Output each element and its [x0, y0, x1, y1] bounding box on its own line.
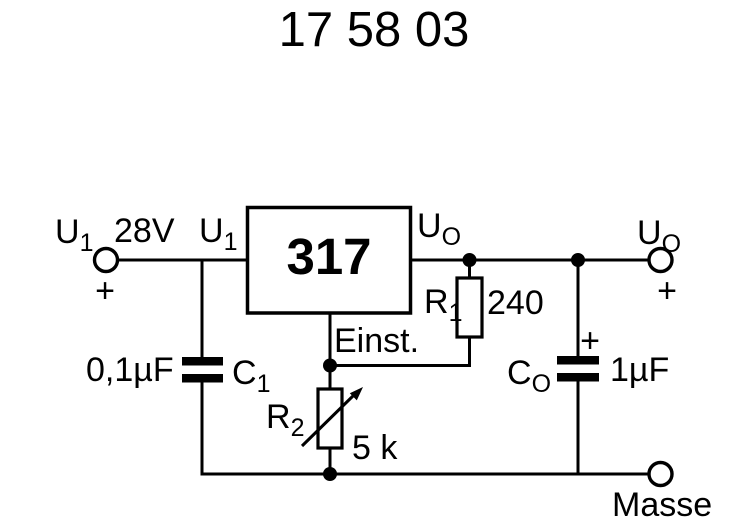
regulator-box	[245, 205, 413, 315]
regulator-out-pin-label: UO	[417, 207, 461, 251]
r2-arrow-shaft	[300, 391, 358, 448]
junction-dot-adjust	[323, 358, 337, 373]
r1-resistor-body	[455, 276, 484, 339]
junction-dot-r1-top	[462, 253, 477, 267]
input-plus-sign: +	[95, 272, 115, 310]
r1-value-label: 240	[487, 284, 544, 322]
co-value-label: 1µF	[610, 351, 669, 389]
r2-arrow-head	[349, 387, 363, 401]
co-plate-top	[557, 356, 599, 365]
c1-name-label: C1	[232, 354, 270, 398]
input-voltage-label: U1	[55, 213, 93, 257]
ground-terminal	[647, 460, 674, 488]
output-terminal	[647, 246, 674, 274]
wire-bottom-rail	[200, 381, 648, 476]
wire-r1-to-adjust	[330, 336, 471, 367]
co-plate-bottom	[557, 373, 599, 382]
r1-name-label: R1	[424, 283, 462, 327]
regulator-chip-number: 317	[286, 228, 371, 285]
c1-value-label: 0,1µF	[86, 351, 174, 389]
output-voltage-label: UO	[637, 214, 681, 258]
adjust-pin-label: Einst.	[334, 322, 419, 360]
r2-name-label: R2	[266, 398, 304, 442]
ground-label: Masse	[612, 486, 712, 521]
c1-plate-top	[182, 357, 223, 366]
output-plus-sign: +	[657, 272, 677, 310]
junction-dot-bottom	[323, 467, 337, 481]
c1-plate-bottom	[182, 374, 223, 383]
input-voltage-value: 28V	[114, 212, 175, 250]
r2-value-label: 5 k	[352, 429, 398, 467]
co-name-label: CO	[507, 354, 551, 398]
junction-dot-co-top	[571, 253, 585, 267]
regulator-in-pin-label: U1	[199, 212, 237, 256]
figure-number: 17 58 03	[279, 3, 470, 57]
input-terminal	[92, 246, 120, 274]
co-plus-sign: +	[580, 322, 600, 360]
